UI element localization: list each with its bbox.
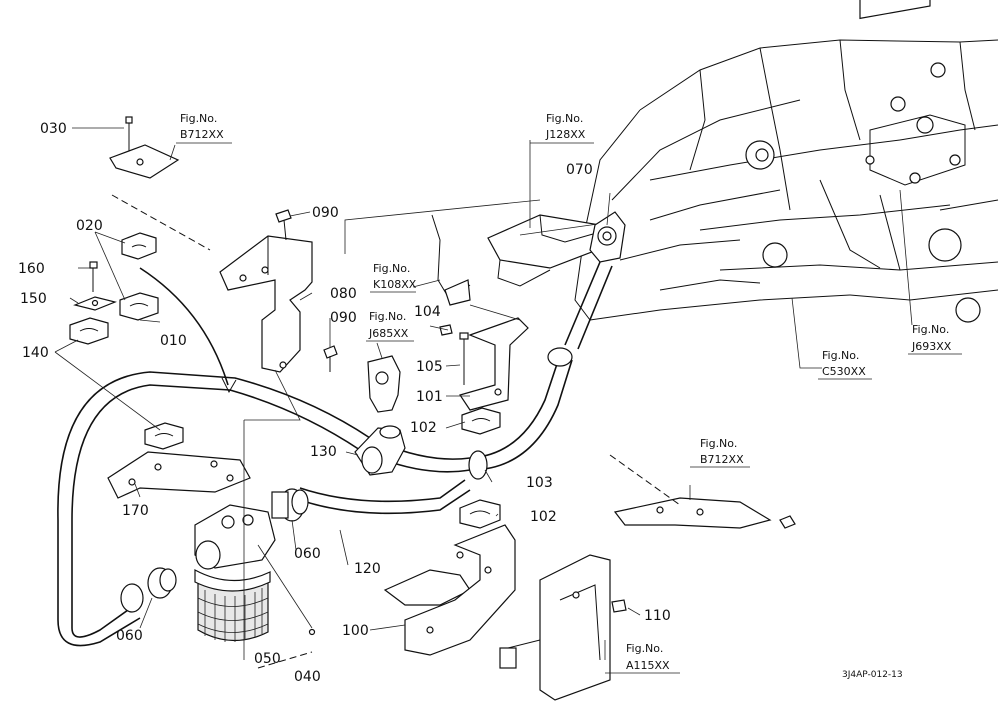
tractor-frame — [574, 0, 999, 323]
callout-060-lower: 060 — [116, 628, 143, 644]
arrow-head — [221, 377, 237, 394]
fitting-070 — [589, 211, 626, 263]
figref-c530-prefix: Fig.No. — [822, 349, 859, 362]
figure-references: Fig.No. B712XX Fig.No. J128XX Fig.No. K1… — [176, 112, 962, 674]
bolt-160 — [89, 261, 98, 292]
drawing-code: 3J4AP-012-13 — [842, 670, 903, 680]
bolt-110 — [611, 599, 627, 613]
callout-105: 105 — [416, 359, 443, 375]
fitting-060-upper — [271, 488, 309, 522]
callout-160: 160 — [18, 261, 45, 277]
callout-120: 120 — [354, 561, 381, 577]
drain-plug-040 — [308, 628, 316, 636]
fitting-j685 — [367, 355, 401, 413]
bracket-101 — [459, 317, 529, 411]
callout-102-lower: 102 — [530, 509, 557, 525]
clamp-140 — [69, 317, 109, 345]
figref-j685-prefix: Fig.No. — [369, 310, 406, 323]
figref-a115-prefix: Fig.No. — [626, 642, 663, 655]
clamp-mid — [144, 422, 184, 450]
leader-lines — [54, 127, 913, 660]
figref-j128-code: J128XX — [545, 128, 586, 141]
figref-b712-top-code: B712XX — [180, 128, 224, 141]
figref-b712-top-prefix: Fig.No. — [180, 112, 217, 125]
fitting-130 — [354, 425, 406, 476]
callout-130: 130 — [310, 444, 337, 460]
callout-030: 030 — [40, 121, 67, 137]
bolt-104 — [439, 324, 453, 336]
figref-j693-code: J693XX — [911, 340, 952, 353]
figref-a115-code: A115XX — [626, 659, 670, 672]
figref-j693-prefix: Fig.No. — [912, 323, 949, 336]
callout-090-lower: 090 — [330, 310, 357, 326]
fitting-060-lower — [120, 567, 177, 613]
figref-j128-prefix: Fig.No. — [546, 112, 583, 125]
callout-040: 040 — [294, 669, 321, 685]
figref-k108-code: K108XX — [373, 278, 417, 291]
callout-010: 010 — [160, 333, 187, 349]
callout-020: 020 — [76, 218, 103, 234]
callout-140: 140 — [22, 345, 49, 361]
bracket-a115 — [499, 554, 611, 701]
figref-c530-code: C530XX — [822, 365, 866, 378]
callout-060-upper: 060 — [294, 546, 321, 562]
callout-050: 050 — [254, 651, 281, 667]
ring-upper — [547, 347, 573, 367]
callout-100: 100 — [342, 623, 369, 639]
callout-103: 103 — [526, 475, 553, 491]
plate-150 — [73, 296, 117, 311]
bolt-090-lower — [323, 345, 338, 372]
bracket-080 — [219, 235, 313, 373]
filter-050 — [194, 504, 276, 642]
bolt-105 — [459, 332, 469, 385]
dash-b712-right — [609, 454, 681, 506]
callout-110: 110 — [644, 608, 671, 624]
leader-filter — [257, 544, 313, 629]
figref-b712-right-code: B712XX — [700, 453, 744, 466]
hose-120 — [57, 261, 613, 647]
figref-k108-prefix: Fig.No. — [373, 262, 410, 275]
callout-170: 170 — [122, 503, 149, 519]
ring-103 — [468, 450, 488, 480]
bracket-170 — [107, 451, 251, 499]
bracket-b712-right — [613, 497, 796, 529]
callout-090-upper: 090 — [312, 205, 339, 221]
bracket-b712-top — [109, 144, 180, 179]
bolt-090-upper — [275, 209, 292, 241]
figref-b712-right-prefix: Fig.No. — [700, 437, 737, 450]
clamp-020-lower — [119, 292, 159, 321]
assembly-arrow — [139, 267, 229, 386]
callout-150: 150 — [20, 291, 47, 307]
callouts: 030 020 160 150 010 140 170 090 080 090 … — [18, 121, 671, 685]
callout-080: 080 — [330, 286, 357, 302]
callout-104: 104 — [414, 304, 441, 320]
clamp-102-upper — [461, 407, 501, 435]
callout-101: 101 — [416, 389, 443, 405]
callout-102-upper: 102 — [410, 420, 437, 436]
clamp-020-upper — [121, 232, 157, 260]
dash-b712-top — [111, 194, 211, 251]
bracket-100 — [383, 524, 516, 656]
bracket-k108 — [431, 214, 471, 306]
callout-070: 070 — [566, 162, 593, 178]
figref-j685-code: J685XX — [368, 327, 409, 340]
clamp-102-lower — [459, 499, 501, 529]
dash-040 — [257, 651, 313, 669]
